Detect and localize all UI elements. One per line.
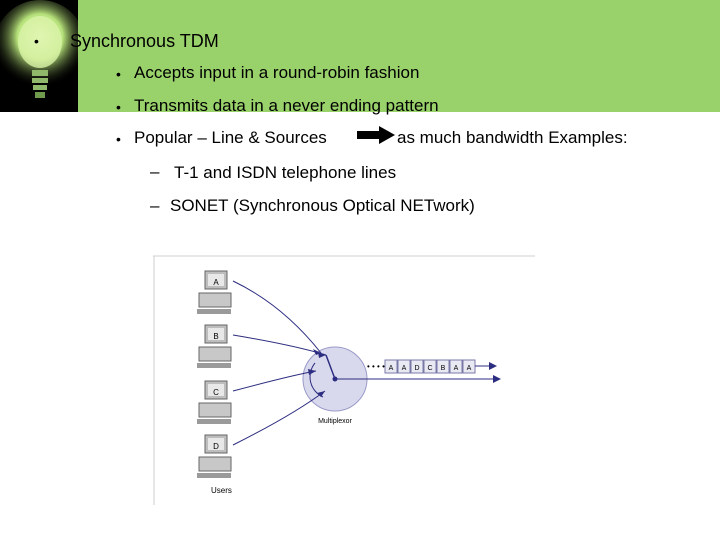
lightbulb-icon — [0, 0, 78, 98]
user-label-c: C — [213, 388, 219, 397]
user-label-b: B — [213, 332, 218, 341]
title-bullet: • — [34, 33, 39, 49]
bullet-popular-continued: as much bandwidth Examples: — [397, 128, 628, 147]
bullet-marker: • — [116, 99, 121, 115]
sub-bullet-marker: – — [150, 196, 160, 215]
bullet-popular: Popular – Line & Sources — [134, 128, 327, 147]
bullet-round-robin: Accepts input in a round-robin fashion — [134, 63, 420, 82]
stream-cell: D — [414, 365, 419, 372]
multiplexor-switch — [325, 354, 336, 380]
sub-bullet-marker: – — [150, 162, 160, 181]
user-label-d: D — [213, 442, 219, 451]
header-green-band — [78, 0, 720, 112]
sub-bullet-t1: T-1 and ISDN telephone lines — [174, 163, 397, 182]
lightbulb-panel — [0, 0, 78, 112]
stream-dots: • • • • — [367, 362, 385, 371]
stream-cell: A — [467, 365, 472, 372]
computer-c-icon: C — [197, 380, 232, 424]
bullet-marker: • — [116, 66, 121, 82]
multiplexor-label: Multiplexor — [318, 418, 353, 425]
stream-cell: A — [389, 365, 394, 372]
bullet-marker: • — [116, 131, 121, 147]
stream-cell: A — [454, 365, 459, 372]
rotation-arc — [309, 362, 324, 398]
data-stream: A A D C B A A — [384, 359, 476, 374]
sub-bullet-sonet: SONET (Synchronous Optical NETwork) — [170, 196, 475, 215]
stream-cell: C — [427, 365, 432, 372]
tdm-diagram: A B C D Users Multiplexor — [153, 255, 535, 505]
stream-cell: A — [402, 365, 407, 372]
computer-a-icon: A — [197, 270, 232, 314]
user-label-a: A — [213, 278, 219, 287]
stream-cell: B — [441, 365, 446, 372]
computer-b-icon: B — [197, 324, 232, 368]
right-arrow-icon — [357, 126, 395, 144]
slide-title: Synchronous TDM — [70, 31, 219, 51]
users-label: Users — [211, 486, 232, 495]
computer-d-icon: D — [197, 434, 232, 478]
bullet-never-ending: Transmits data in a never ending pattern — [134, 96, 439, 115]
input-arrowheads — [308, 349, 326, 397]
